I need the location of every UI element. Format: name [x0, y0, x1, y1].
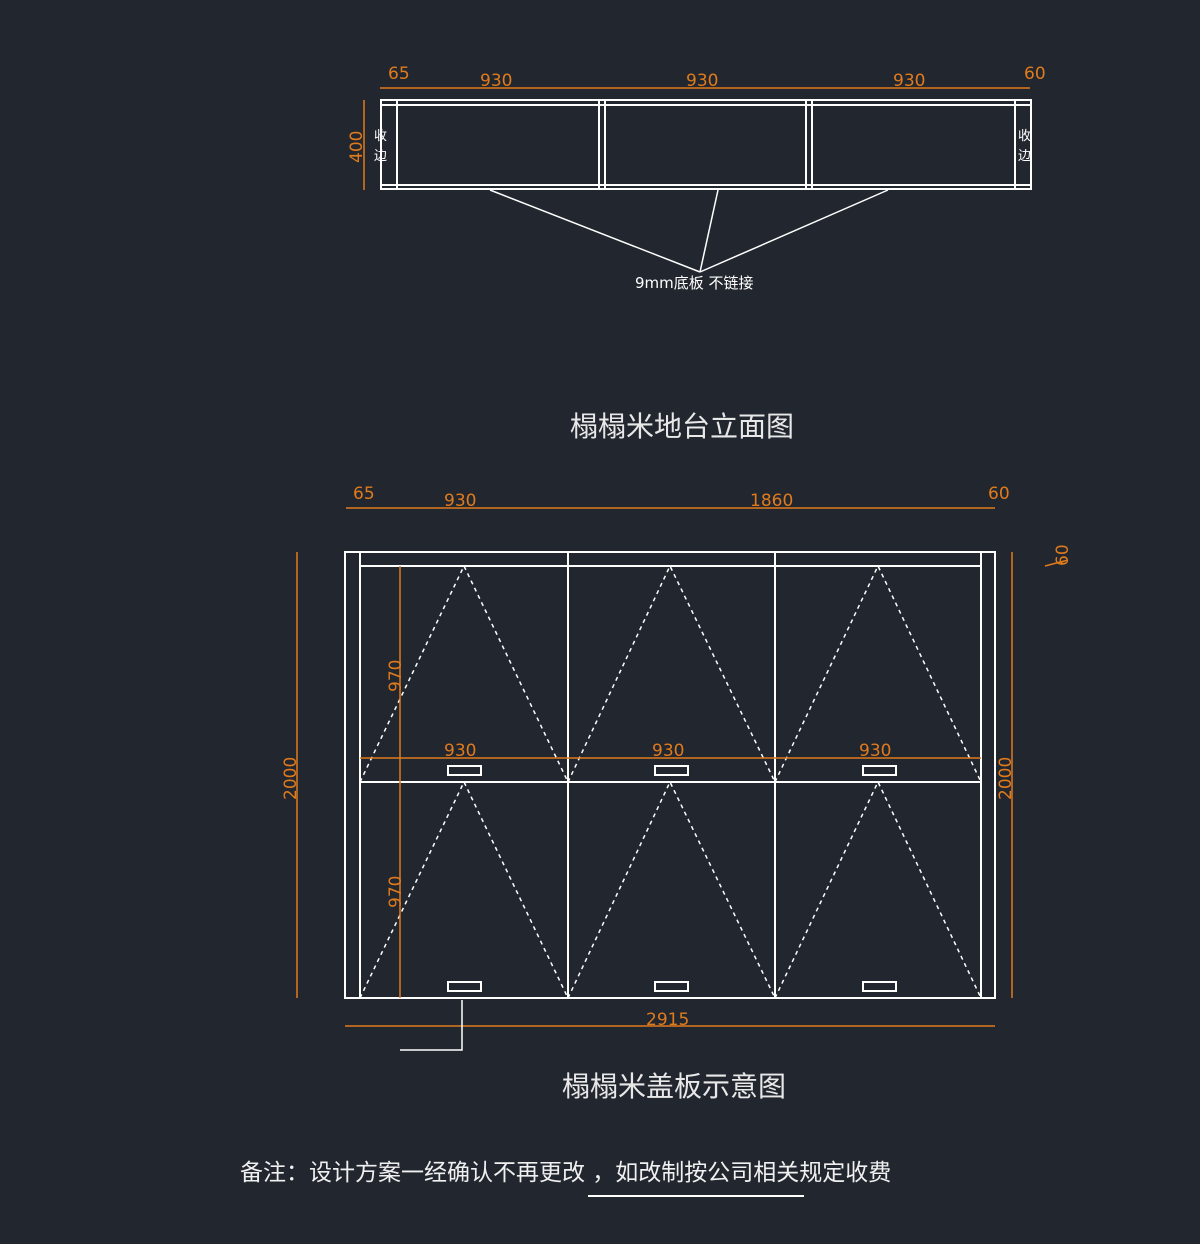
elevation-dim-60: 60 — [1024, 64, 1046, 84]
plan-bottom-dim: 2915 — [646, 1010, 689, 1030]
elevation-height-dim: 400 — [347, 131, 367, 163]
plan-right-height-dim: 2000 — [996, 757, 1016, 800]
plan-mid-dim-c: 930 — [859, 741, 891, 761]
plan-dim-1860: 1860 — [750, 491, 793, 511]
footer-note: 备注：设计方案一经确认不再更改 ，如改制按公司相关规定收费 — [240, 1160, 891, 1186]
elevation-dim-65: 65 — [388, 64, 410, 84]
elevation-dim-930-a: 930 — [480, 71, 512, 91]
plan-row-dim-lower: 970 — [386, 876, 406, 908]
elevation-view: 65 930 930 930 60 400 收 边 收 边 9mm — [347, 64, 1046, 443]
elevation-side-label-left-2: 边 — [374, 149, 387, 164]
plan-frame — [344, 551, 996, 999]
cover-plan-view: 65 930 1860 60 60 2000 2000 — [281, 484, 1073, 1103]
elevation-side-label-right-2: 边 — [1018, 149, 1031, 164]
plan-title: 榻榻米盖板示意图 — [562, 1070, 786, 1103]
elevation-side-label-left: 收 — [374, 129, 387, 144]
plan-leader — [400, 1000, 463, 1051]
elevation-callout: 9mm底板 不链接 — [635, 274, 754, 292]
plan-dim-65: 65 — [353, 484, 375, 504]
plan-left-height-dim: 2000 — [281, 757, 301, 800]
elevation-title: 榻榻米地台立面图 — [570, 410, 794, 443]
elevation-frame — [380, 99, 1032, 190]
elevation-dim-930-b: 930 — [686, 71, 718, 91]
plan-mid-dim-b: 930 — [652, 741, 684, 761]
plan-dim-930: 930 — [444, 491, 476, 511]
plan-row-dim-upper: 970 — [386, 660, 406, 692]
plan-handles — [447, 765, 897, 992]
elevation-side-label-right: 收 — [1018, 129, 1031, 144]
elevation-dim-930-c: 930 — [893, 71, 925, 91]
plan-dim-60-top: 60 — [988, 484, 1010, 504]
plan-corner-tick — [1044, 559, 1069, 567]
elevation-callout-leaders — [489, 189, 889, 273]
plan-mid-dim-a: 930 — [444, 741, 476, 761]
